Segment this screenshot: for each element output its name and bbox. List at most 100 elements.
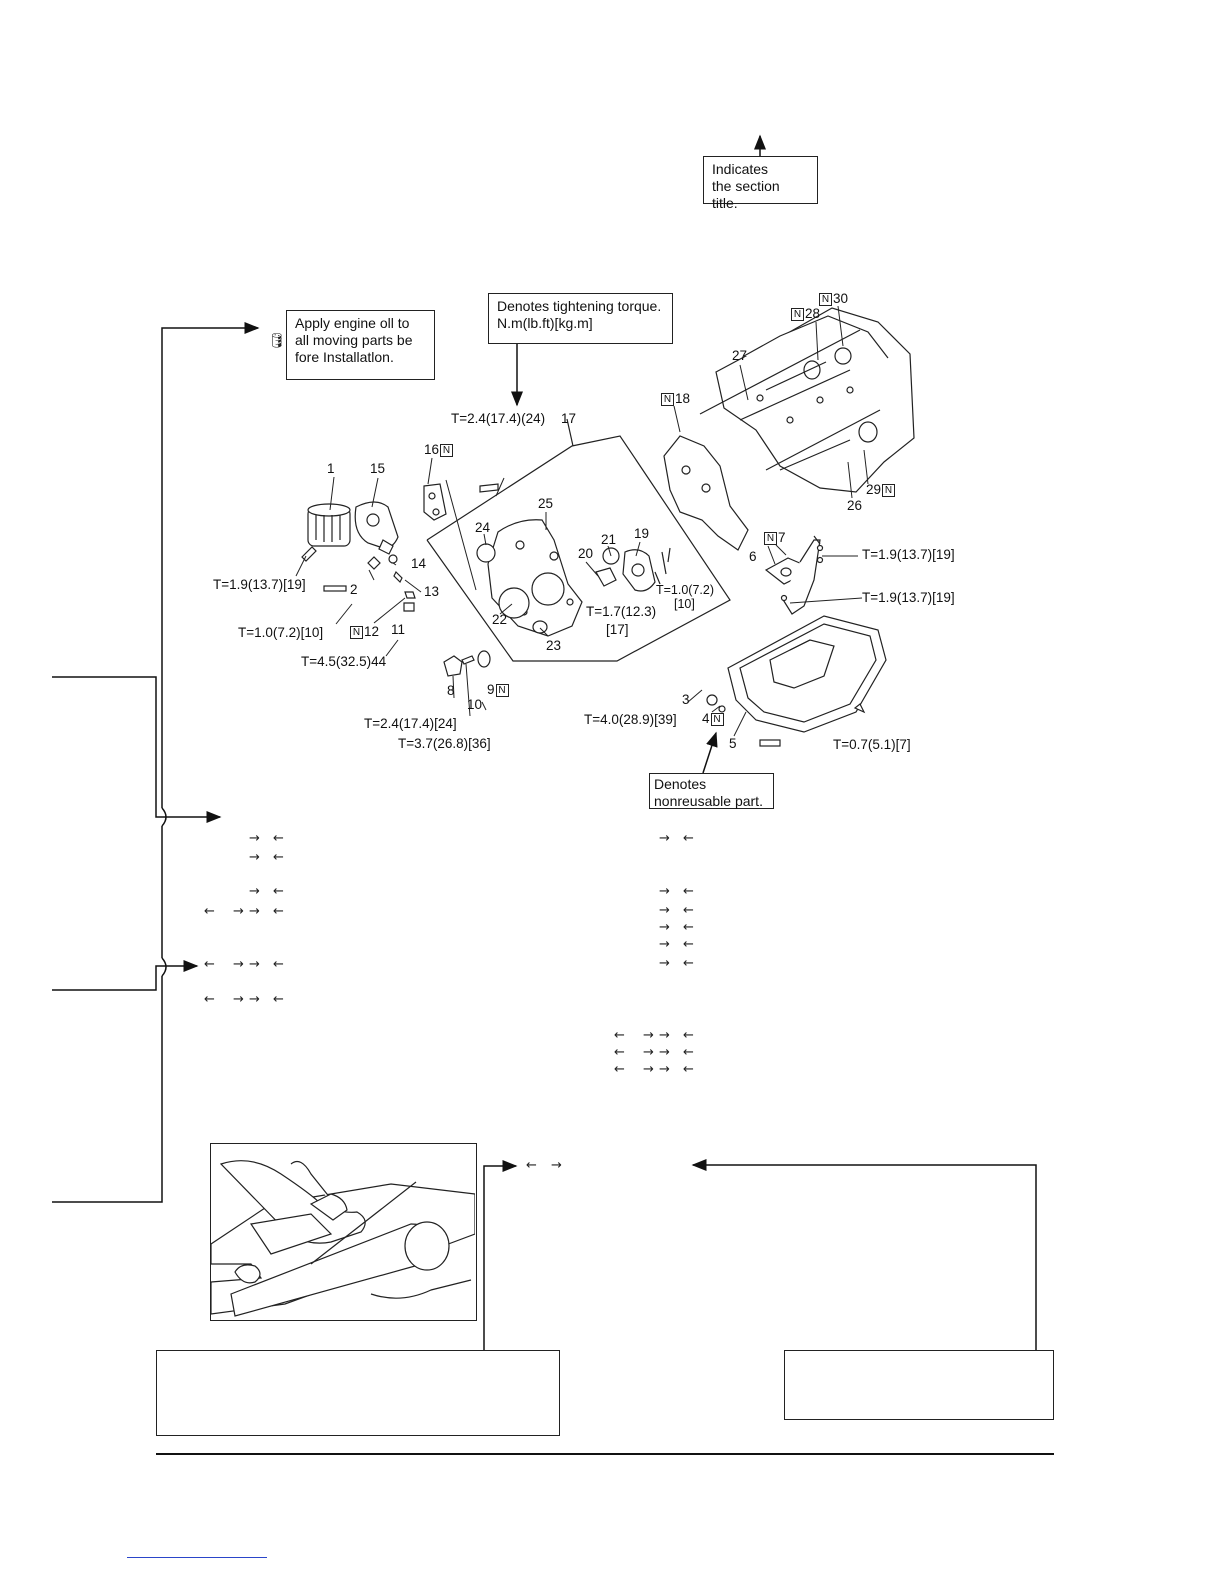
part-label-19: 19 xyxy=(634,526,650,541)
part-label-11: 11 xyxy=(391,622,406,637)
arrow-glyph: → xyxy=(249,957,260,972)
part-label-24: 24 xyxy=(475,520,491,535)
part-label-10: 10 xyxy=(467,697,483,712)
arrow-glyph: ← xyxy=(204,992,215,1007)
footer-rule xyxy=(156,1453,1054,1455)
torque-label-2: T=1.0(7.2)[10] xyxy=(238,625,324,640)
torque-label-19-kg: [10] xyxy=(674,597,695,611)
oil-filter-stand-drawing xyxy=(354,501,399,555)
oil-pan-drawing xyxy=(706,615,887,747)
part-label-22: 22 xyxy=(492,612,508,627)
arrow-glyph: → xyxy=(233,904,244,919)
arrow-glyph: → xyxy=(249,992,260,1007)
torque-label-19: T=1.0(7.2) xyxy=(656,583,715,597)
nonreusable-mark: N xyxy=(882,483,896,497)
arrow-glyph: ← xyxy=(614,1045,625,1060)
arrow-glyph: → xyxy=(659,1045,670,1060)
oil-pump-group-outline xyxy=(426,418,731,662)
arrow-glyph: → xyxy=(659,884,670,899)
arrow-glyph: ← xyxy=(273,957,284,972)
torque-label-6: T=1.9(13.7)[19] xyxy=(862,590,955,605)
arrow-glyph: → xyxy=(643,1045,654,1060)
arrow-glyph: → xyxy=(643,1062,654,1077)
arrow-glyph: → xyxy=(659,937,670,952)
arrow-glyph: ← xyxy=(683,831,694,846)
oil-pump-case-drawing xyxy=(476,519,583,637)
part-label-15: 15 xyxy=(370,461,386,476)
arrow-glyph: → xyxy=(643,1028,654,1043)
bracket-drawing xyxy=(423,483,447,521)
part-label-25: 25 xyxy=(538,496,554,511)
part-label-13: 13 xyxy=(424,584,440,599)
arrow-glyph: → xyxy=(659,1028,670,1043)
arrow-glyph: → xyxy=(249,884,260,899)
torque-label-17: T=2.4(17.4)(24) xyxy=(451,411,546,426)
part-label-6: 6 xyxy=(749,549,757,564)
note-box-right xyxy=(784,1350,1054,1420)
arrow-glyph: → xyxy=(551,1158,562,1173)
part-label-1: 1 xyxy=(327,461,335,476)
arrow-glyph: → xyxy=(659,1062,670,1077)
arrow-glyph: → xyxy=(659,956,670,971)
part-label-21: 21 xyxy=(601,532,617,547)
torque-label-3: T=4.0(28.9)[39] xyxy=(584,712,677,727)
arrow-glyph: ← xyxy=(614,1028,625,1043)
arrow-glyph: ← xyxy=(273,884,284,899)
oil-pump-rotor-drawing xyxy=(595,547,671,592)
torque-label-10: T=3.7(26.8)[36] xyxy=(398,736,491,751)
arrow-glyph: ← xyxy=(204,904,215,919)
arrow-glyph: → xyxy=(249,850,260,865)
arrow-glyph: ← xyxy=(683,956,694,971)
arrow-glyph: ← xyxy=(683,1062,694,1077)
arrow-glyph: → xyxy=(659,831,670,846)
section-title-callout: Indicates the section title. xyxy=(703,156,818,211)
torque-label-1: T=1.9(13.7)[19] xyxy=(213,577,306,592)
arrow-glyph: → xyxy=(659,920,670,935)
arrow-glyph: ← xyxy=(273,904,284,919)
part-label-20: 20 xyxy=(578,546,594,561)
arrow-glyph: ← xyxy=(683,920,694,935)
arrow-glyph: ← xyxy=(614,1062,625,1077)
arrow-glyph: ← xyxy=(683,937,694,952)
arrow-glyph: → xyxy=(659,903,670,918)
nonreusable-mark: N xyxy=(495,683,509,697)
tightening-torque-callout: Denotes tightening torque. N.m(lb.ft)[kg… xyxy=(488,293,673,344)
arrow-glyph: → xyxy=(233,957,244,972)
illustration-frame xyxy=(210,1143,477,1321)
nonreusable-mark: N xyxy=(440,443,454,457)
note-box-left xyxy=(156,1350,560,1436)
arrow-glyph: ← xyxy=(204,957,215,972)
arrow-glyph: → xyxy=(233,992,244,1007)
arrow-glyph: ← xyxy=(683,884,694,899)
nonreusable-mark: N xyxy=(710,712,724,726)
oil-strainer-drawing xyxy=(764,535,824,615)
arrow-glyph: ← xyxy=(683,1028,694,1043)
arrow-glyph: ← xyxy=(273,992,284,1007)
torque-label-7: T=1.9(13.7)[19] xyxy=(862,547,955,562)
part-label-5: 5 xyxy=(729,736,737,751)
arrow-glyph: ← xyxy=(273,850,284,865)
arrow-glyph: ← xyxy=(683,903,694,918)
oil-can-icon: 🛢 xyxy=(268,333,286,349)
nonreusable-mark: N xyxy=(764,531,777,545)
part-label-23: 23 xyxy=(546,638,562,653)
torque-label-20: T=1.7(12.3) xyxy=(586,604,657,619)
nonreusable-mark: N xyxy=(661,392,674,406)
part-label-2: 2 xyxy=(350,582,358,597)
arrow-glyph: → xyxy=(249,904,260,919)
part-label-26: 26 xyxy=(847,498,863,513)
arrow-glyph: ← xyxy=(683,1045,694,1060)
page-link-underline[interactable] xyxy=(127,1557,267,1558)
torque-label-8: T=2.4(17.4)[24] xyxy=(364,716,457,731)
rear-plate-drawing xyxy=(663,435,749,551)
arrow-glyph: ← xyxy=(526,1158,537,1173)
nonreusable-mark: N xyxy=(350,625,363,639)
